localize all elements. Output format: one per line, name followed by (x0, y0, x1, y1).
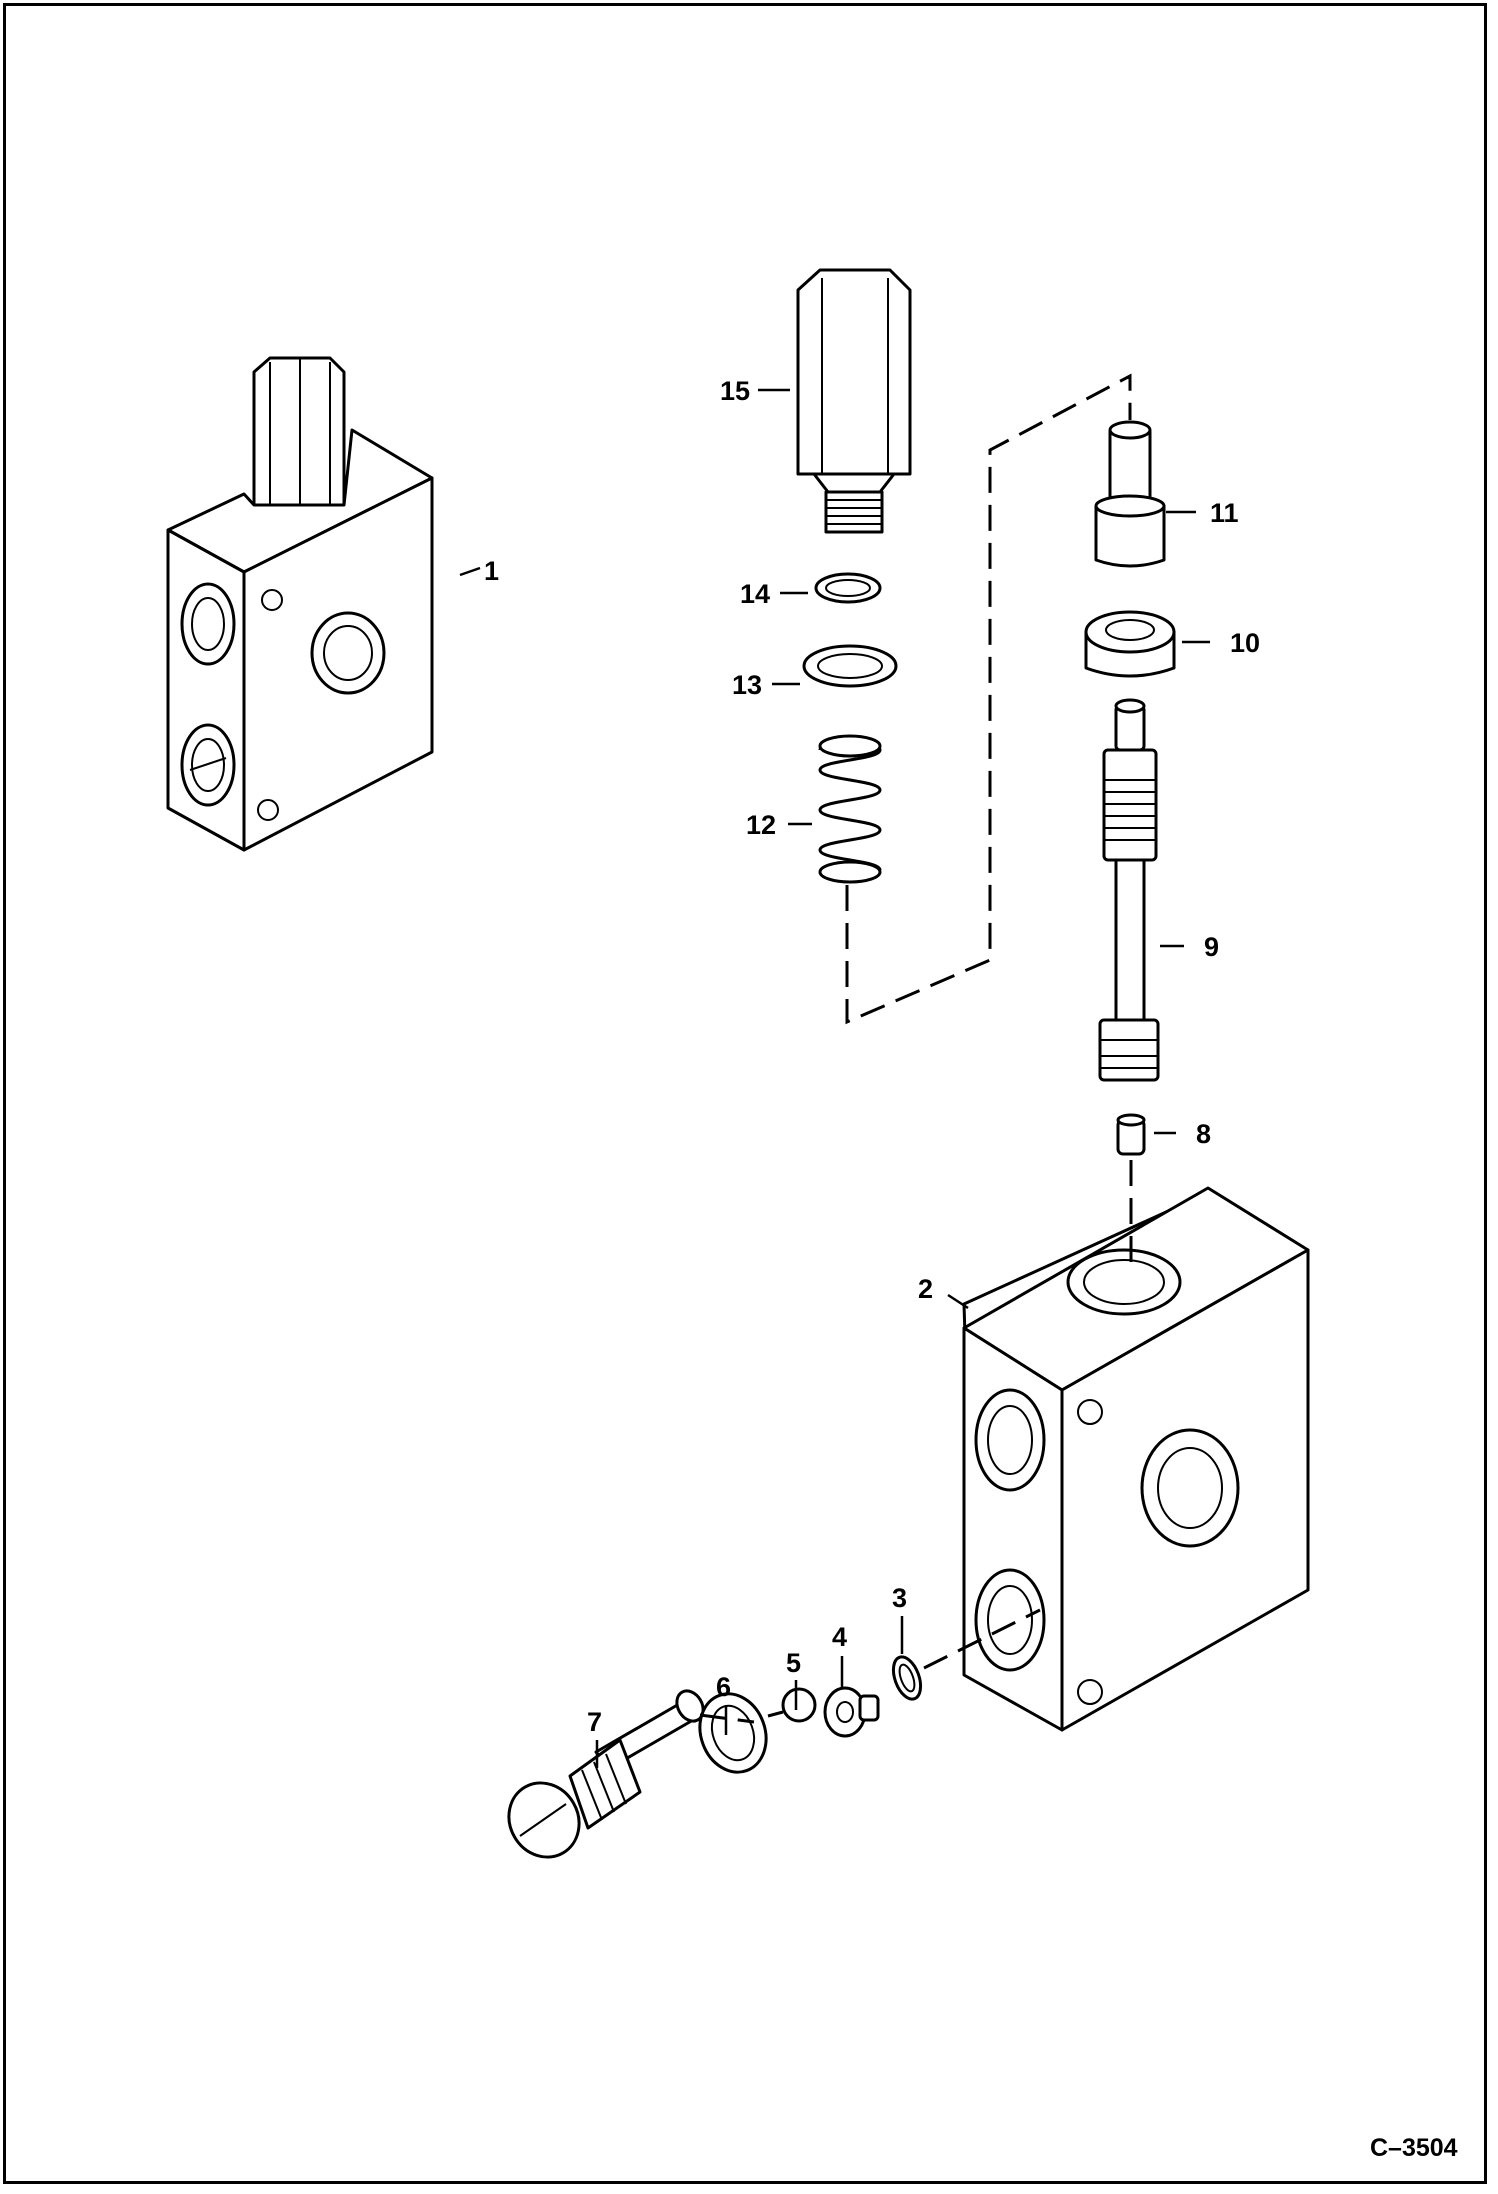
callout-leaders (459, 388, 1210, 1768)
valve-block-body-icon (962, 1186, 1310, 1732)
plug-icon (1094, 420, 1166, 568)
plug-icon (507, 1689, 705, 1859)
ball-icon (781, 1687, 817, 1723)
plug-icon (796, 268, 912, 534)
callout-6: 6 (716, 1672, 731, 1702)
plug-icon (1116, 1113, 1146, 1156)
callout-15: 15 (720, 376, 750, 406)
callout-14: 14 (740, 579, 770, 609)
seal-ring-icon (891, 1655, 923, 1701)
callout-1: 1 (484, 556, 499, 586)
spring-icon (818, 734, 882, 884)
plug-icon (823, 1686, 880, 1738)
seal-ring-icon (814, 572, 882, 604)
callout-labels: 1 2 3 4 5 6 7 8 9 10 11 12 13 14 15 (484, 376, 1260, 1737)
figure-id-label: C–3504 (1370, 2134, 1458, 2162)
callout-10: 10 (1230, 628, 1260, 658)
callout-5: 5 (786, 1648, 801, 1678)
assembly-path-lines (699, 373, 1133, 1724)
callout-7: 7 (587, 1707, 602, 1737)
callout-11: 11 (1210, 498, 1239, 528)
spool-icon (1098, 698, 1160, 1082)
valve-block-assembled-icon (166, 356, 434, 852)
callout-3: 3 (892, 1583, 907, 1613)
callout-4: 4 (832, 1622, 847, 1652)
callout-2: 2 (918, 1274, 933, 1304)
seal-ring-icon (802, 644, 898, 688)
drawing-frame (3, 3, 1487, 2184)
callout-8: 8 (1196, 1119, 1211, 1149)
seal-ring-icon (698, 1692, 768, 1774)
callout-12: 12 (746, 810, 776, 840)
callout-9: 9 (1204, 932, 1219, 962)
callout-13: 13 (732, 670, 762, 700)
seal-ring-icon (1084, 610, 1176, 678)
